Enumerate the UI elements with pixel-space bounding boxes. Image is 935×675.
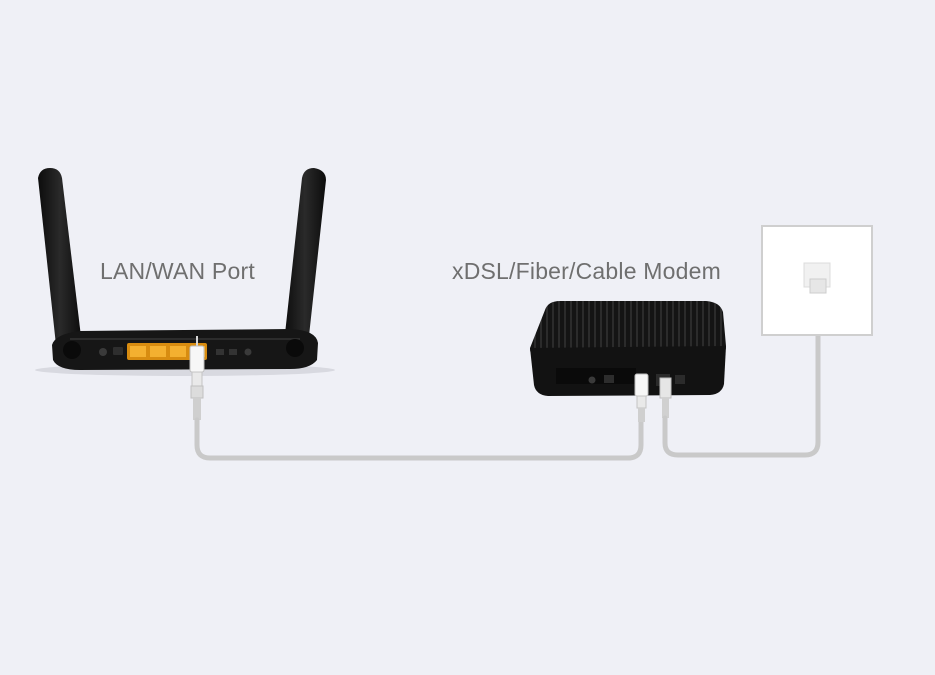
router-icon [35, 168, 335, 376]
phone-cable-plug [659, 377, 672, 418]
modem-icon [530, 301, 726, 396]
lan-wan-port-label: LAN/WAN Port [100, 258, 255, 284]
ethernet-cable [194, 417, 644, 461]
modem-label: xDSL/Fiber/Cable Modem [452, 258, 722, 284]
phone-cable [662, 287, 821, 458]
router-cable-plug [189, 336, 205, 420]
wall-jack-icon [761, 225, 873, 336]
modem-cable-plug [634, 373, 649, 422]
